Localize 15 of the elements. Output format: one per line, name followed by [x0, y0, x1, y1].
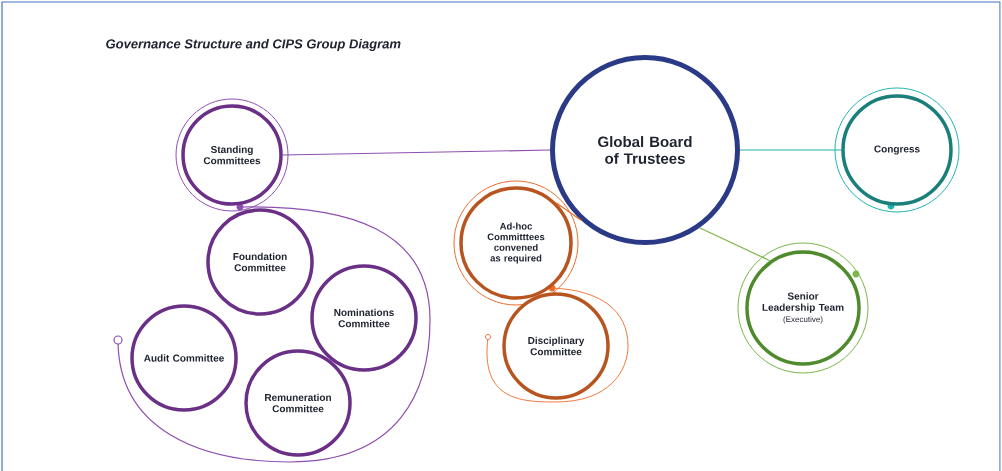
circle-node: Audit Committee: [130, 304, 238, 412]
circle-node: Nominations Committee: [310, 264, 418, 372]
circle-node: Congress: [841, 94, 953, 206]
circle-node: Ad-hoc Committtees convened as required: [459, 186, 573, 300]
circle-node: Standing Committees: [181, 104, 283, 206]
circle-node: Global Board of Trustees: [550, 55, 740, 245]
circle-node: Remuneration Committee: [244, 349, 352, 457]
circle-node: Foundation Committee: [206, 208, 314, 316]
connector-line: [739, 149, 842, 151]
title: Governance Structure and CIPS Group Diagram: [106, 38, 401, 52]
circle-node: Disciplinary Committee: [502, 292, 610, 400]
connector-line: [698, 227, 771, 262]
connector-line: [282, 149, 551, 156]
circle-node: Senior Leadership Team (Executive): [745, 250, 861, 366]
connector-line: [555, 202, 583, 222]
